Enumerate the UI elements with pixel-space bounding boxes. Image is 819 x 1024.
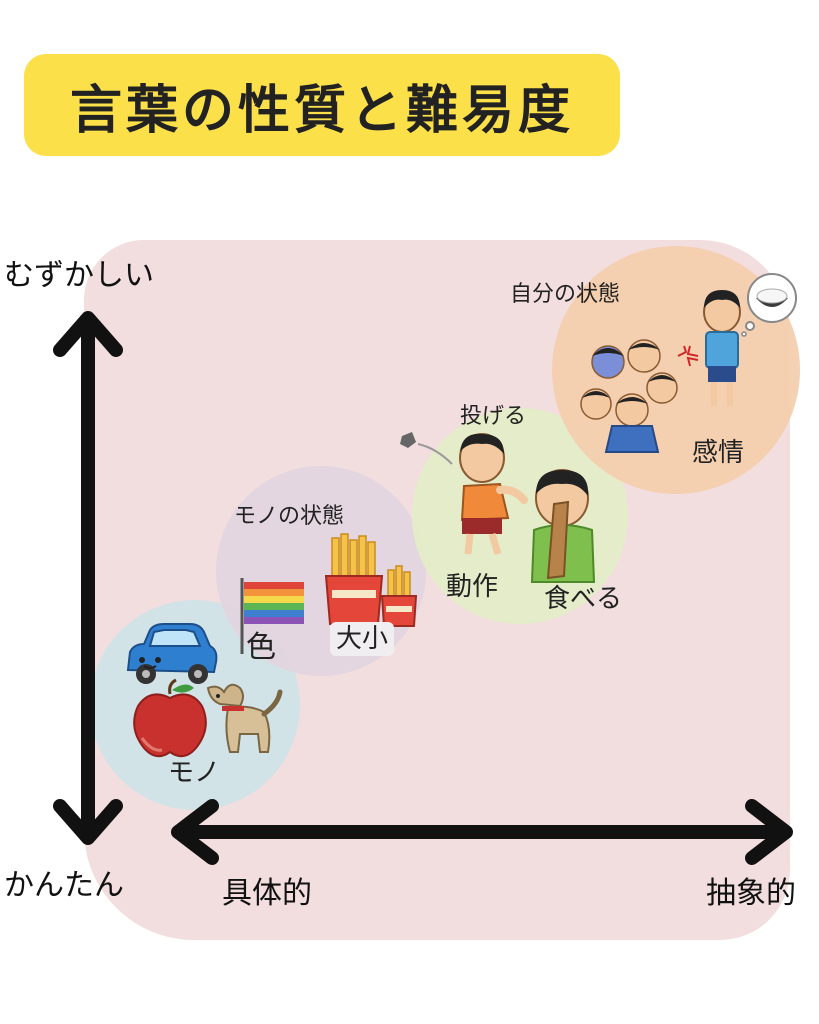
throwing-boy-icon: [459, 433, 528, 556]
emotion-faces-icon: [580, 339, 678, 453]
car-icon: [126, 623, 218, 684]
title-banner: 言葉の性質と難易度: [24, 54, 620, 156]
angry-mark-icon: [677, 345, 699, 367]
rainbow-flag-icon: [240, 578, 304, 654]
dog-icon: [206, 683, 283, 753]
mono-label: モノ: [168, 758, 221, 788]
standing-boy-icon: [703, 290, 741, 406]
thrown-rock-icon: [400, 432, 453, 465]
size-label: 大小: [330, 622, 395, 656]
throw-label: 投げる: [460, 404, 527, 429]
page-title: 言葉の性質と難易度: [69, 80, 574, 141]
color-label: 色: [246, 630, 276, 665]
x-axis-right-label: 抽象的: [706, 876, 796, 911]
x-axis-left-label: 具体的: [222, 876, 312, 911]
y-axis-bottom-label: かんたん: [4, 868, 124, 903]
emotion-label: 感情: [692, 438, 745, 468]
action-label: 動作: [446, 572, 499, 602]
eating-boy-icon: [530, 469, 596, 583]
mono-state-label: モノの状態: [234, 504, 345, 529]
self-state-label: 自分の状態: [510, 282, 621, 307]
fries-icon: [324, 533, 418, 627]
y-axis-top-label: むずかしい: [4, 258, 154, 293]
apple-icon: [133, 678, 207, 758]
eat-label: 食べる: [544, 584, 623, 614]
thought-bubble-rice-icon: [741, 273, 797, 337]
